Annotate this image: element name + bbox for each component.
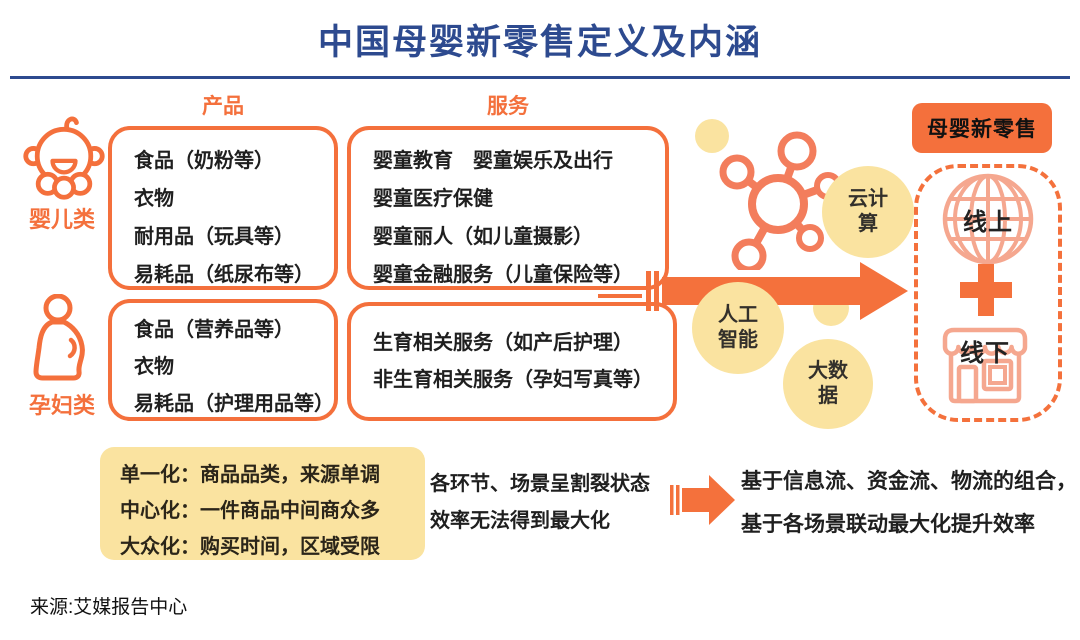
solution-line: 基于信息流、资金流、物流的组合，	[741, 470, 1077, 493]
pregnant-services-box: 生育相关服务（如产后护理） 非生育相关服务（孕妇写真等）	[347, 302, 677, 421]
list-item: 耐用品（玩具等）	[134, 226, 294, 248]
pregnant-products-box: 食品（营养品等） 衣物 易耗品（护理用品等）	[108, 299, 338, 421]
bubble-artificial-intelligence: 人工 智能	[692, 282, 784, 374]
bubble-label: 据	[818, 385, 838, 407]
pain-point: 中心化：一件商品中间商众多	[120, 500, 380, 522]
status-line: 效率无法得到最大化	[430, 510, 610, 532]
baby-icon	[20, 114, 108, 207]
status-text: 各环节、场景呈割裂状态 效率无法得到最大化	[430, 466, 650, 540]
arrow-icon	[666, 470, 736, 533]
page-title: 中国母婴新零售定义及内涵	[317, 23, 762, 62]
list-item: 易耗品（护理用品等）	[134, 393, 334, 415]
pain-point: 大众化：购买时间，区域受限	[120, 536, 380, 558]
arrow-icon	[596, 258, 916, 333]
store-icon	[937, 323, 1033, 410]
list-item: 食品（奶粉等）	[134, 150, 274, 172]
list-item: 衣物	[134, 188, 174, 210]
column-header-services: 服务	[487, 95, 529, 118]
list-item: 非生育相关服务（孕妇写真等）	[373, 369, 653, 391]
list-item: 衣物	[134, 356, 174, 378]
plus-icon	[960, 264, 1012, 321]
category-label-baby: 婴儿类	[28, 207, 95, 232]
pregnant-woman-icon	[26, 293, 90, 391]
list-item: 易耗品（纸尿布等）	[134, 264, 314, 286]
list-item: 婴童丽人（如儿童摄影）	[373, 226, 593, 248]
bubble-big-data: 大数 据	[783, 339, 873, 429]
list-item: 婴童医疗保健	[373, 188, 493, 210]
baby-services-box: 婴童教育 婴童娱乐及出行 婴童医疗保健 婴童丽人（如儿童摄影） 婴童金融服务（儿…	[347, 126, 669, 290]
baby-products-box: 食品（奶粉等） 衣物 耐用品（玩具等） 易耗品（纸尿布等）	[108, 126, 338, 290]
list-item: 食品（营养品等）	[134, 319, 294, 341]
new-retail-badge: 母婴新零售	[912, 103, 1052, 153]
column-header-products: 产品	[202, 95, 244, 118]
source-text: 来源:艾媒报告中心	[30, 597, 188, 618]
bubble-label: 人工	[718, 304, 758, 326]
new-retail-dashed-box	[914, 164, 1062, 422]
solution-line: 基于各场景联动最大化提升效率	[741, 513, 1035, 536]
globe-icon	[941, 172, 1035, 271]
new-retail-label: 母婴新零售	[927, 118, 1037, 141]
status-line: 各环节、场景呈割裂状态	[430, 473, 650, 495]
online-label: 线上	[963, 208, 1013, 236]
bubble-label: 智能	[718, 329, 758, 351]
category-label-pregnant: 孕妇类	[28, 393, 95, 418]
bubble-label: 云计	[848, 188, 888, 210]
list-item: 婴童教育 婴童娱乐及出行	[373, 150, 613, 172]
yellow-dot	[695, 119, 729, 153]
bubble-label: 算	[858, 213, 878, 235]
list-item: 婴童金融服务（儿童保险等）	[373, 264, 633, 286]
pain-points-box: 单一化：商品品类，来源单调 中心化：一件商品中间商众多 大众化：购买时间，区域受…	[100, 447, 425, 560]
pain-point: 单一化：商品品类，来源单调	[120, 464, 380, 486]
bubble-label: 大数	[808, 360, 848, 382]
title-rule	[10, 76, 1070, 79]
bubble-cloud-computing: 云计 算	[822, 166, 914, 258]
solution-text: 基于信息流、资金流、物流的组合， 基于各场景联动最大化提升效率	[741, 460, 1077, 546]
offline-label: 线下	[960, 339, 1010, 367]
list-item: 生育相关服务（如产后护理）	[373, 332, 633, 354]
